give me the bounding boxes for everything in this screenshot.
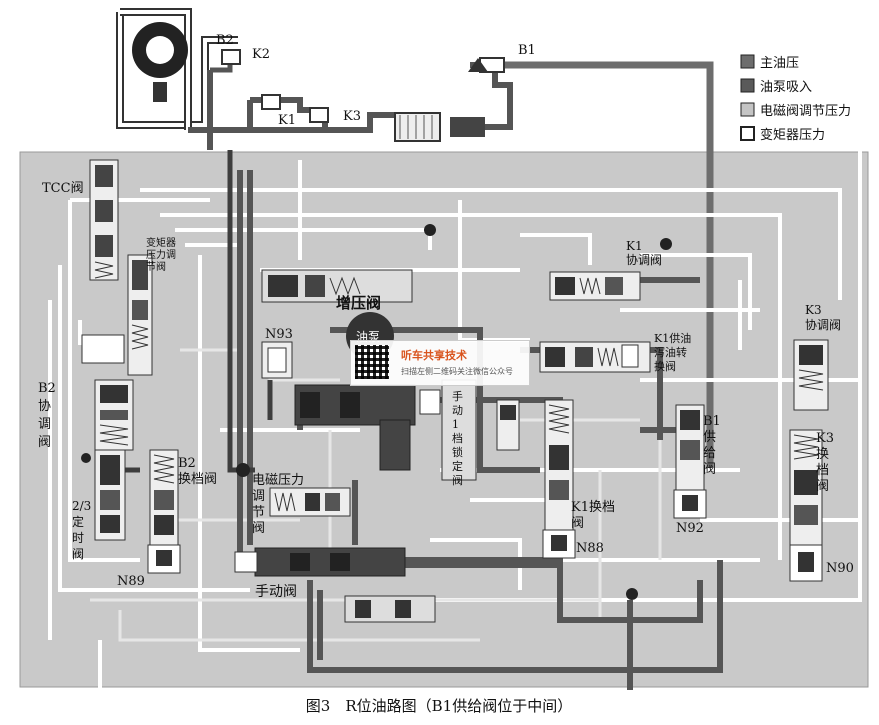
- b1-supply-valve: [675, 404, 705, 496]
- tc-pressure-regulator-valve: [127, 254, 153, 376]
- label-n88: N88: [576, 541, 604, 556]
- pipe-network: [48, 150, 862, 692]
- check-ball: [81, 453, 91, 463]
- legend-label: 电磁阀调节压力: [760, 104, 851, 119]
- label-boost-valve: 增压阀: [336, 294, 381, 312]
- figure-caption: 图3 R位油路图（B1供给阀位于中间）: [306, 697, 572, 715]
- legend: 主油压 油泵吸入 电磁阀调节压力 变矩器压力: [740, 54, 851, 143]
- label-k1-top: K1: [278, 113, 296, 128]
- manual-valve: [234, 547, 406, 577]
- label-k2: K2: [252, 47, 270, 62]
- n93-solenoid: [261, 341, 293, 379]
- check-ball-4: [424, 224, 436, 236]
- b2-coordination-valve: [94, 379, 134, 451]
- top-section: [116, 8, 714, 470]
- k1-shift-valve: [544, 399, 574, 541]
- valves: [81, 159, 829, 623]
- watermark-banner: 听车共享技术 扫描左侧二维码关注微信公众号: [350, 340, 530, 386]
- legend-swatch-pump-suction: [740, 78, 755, 93]
- k1-drain-transfer-valve: [539, 341, 651, 373]
- label-b2-top: B2: [216, 33, 234, 48]
- label-n90: N90: [826, 561, 854, 576]
- label-b1-top: B1: [518, 43, 536, 58]
- legend-swatch-solenoid-pressure: [740, 102, 755, 117]
- watermark-title: 听车共享技术: [401, 349, 467, 362]
- label-n92: N92: [676, 521, 704, 536]
- watermark-subtitle: 扫描左侧二维码关注微信公众号: [401, 367, 513, 376]
- label-k1-drain-valve: K1供油泻油转换阀: [654, 331, 691, 373]
- label-n93: N93: [265, 327, 293, 342]
- check-ball-3: [660, 238, 672, 250]
- component-labels: B2 K2 K1 K3 B1 TCC阀 增压阀 油泵 N93 N89 手动阀 N…: [42, 33, 854, 600]
- check-ball-2: [236, 463, 250, 477]
- central-valve-block: [294, 384, 441, 471]
- check-ball-5: [626, 588, 638, 600]
- k3-coordination-valve: [793, 339, 829, 411]
- small-valve: [496, 399, 520, 451]
- n90-solenoid: [789, 544, 823, 582]
- k1-coordination-valve: [549, 271, 641, 301]
- relief-block: [81, 334, 125, 364]
- timing-valve: [94, 449, 126, 541]
- label-solenoid-pressure-valve: 电磁压力调节阀: [252, 473, 304, 536]
- n92-solenoid: [673, 489, 707, 519]
- label-manual-valve: 手动阀: [255, 584, 297, 600]
- legend-label: 主油压: [760, 56, 799, 71]
- label-n89: N89: [117, 574, 145, 589]
- legend-label: 油泵吸入: [760, 80, 812, 95]
- n89-solenoid: [147, 544, 181, 574]
- label-tc-pressure-valve: 变矩器压力调节阀: [146, 236, 176, 273]
- qr-code-icon: [355, 345, 389, 379]
- label-k1-shift-valve: K1换档阀: [571, 500, 615, 531]
- n88-solenoid: [542, 529, 576, 559]
- legend-swatch-main-pressure: [740, 54, 755, 69]
- legend-swatch-tc-pressure: [740, 126, 755, 141]
- b2-shift-valve: [149, 449, 179, 551]
- boost-valve: [261, 269, 413, 303]
- oil-filter-icon: [394, 112, 441, 142]
- label-k3-top: K3: [343, 109, 361, 124]
- legend-label: 变矩器压力: [760, 127, 825, 143]
- tcc-valve: [89, 159, 119, 281]
- bottom-valve: [344, 595, 436, 623]
- label-tcc-valve: TCC阀: [42, 181, 84, 196]
- solenoid-pressure-regulator-valve: [269, 487, 351, 517]
